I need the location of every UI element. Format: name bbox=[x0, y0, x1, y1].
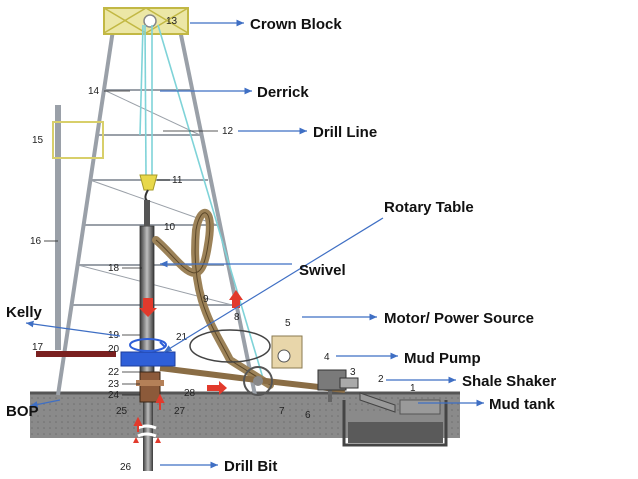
num-13: 13 bbox=[166, 16, 178, 27]
label-swivel: Swivel bbox=[299, 262, 346, 279]
label-mud-tank: Mud tank bbox=[489, 396, 555, 413]
num-10: 10 bbox=[164, 222, 176, 233]
num-11: 11 bbox=[172, 175, 183, 186]
label-derrick: Derrick bbox=[257, 84, 309, 101]
label-drill-bit: Drill Bit bbox=[224, 458, 277, 475]
num-25: 25 bbox=[116, 406, 128, 417]
num-1: 1 bbox=[410, 383, 416, 394]
num-27: 27 bbox=[174, 406, 186, 417]
num-14: 14 bbox=[88, 86, 100, 97]
label-mud-pump: Mud Pump bbox=[404, 350, 481, 367]
crown-block-illustration bbox=[103, 7, 189, 35]
motor-illustration bbox=[243, 335, 303, 396]
num-9: 9 bbox=[203, 294, 209, 305]
num-26: 26 bbox=[120, 462, 132, 473]
standpipe bbox=[36, 105, 116, 357]
num-24: 24 bbox=[108, 390, 120, 401]
num-8: 8 bbox=[234, 312, 240, 323]
bop-illustration bbox=[136, 371, 164, 403]
num-22: 22 bbox=[108, 367, 120, 378]
label-bop: BOP bbox=[6, 403, 39, 420]
component-labels: Crown Block Derrick Drill Line Rotary Ta… bbox=[6, 16, 556, 475]
num-21: 21 bbox=[176, 332, 188, 343]
return-line bbox=[159, 365, 346, 402]
shale-shaker-illustration bbox=[359, 392, 396, 413]
rotary-table-illustration bbox=[120, 338, 176, 367]
label-drill-line: Drill Line bbox=[313, 124, 377, 141]
num-3: 3 bbox=[350, 367, 356, 378]
num-18: 18 bbox=[108, 263, 120, 274]
num-12: 12 bbox=[222, 126, 234, 137]
mud-tank-illustration bbox=[342, 399, 448, 447]
label-crown-block: Crown Block bbox=[250, 16, 342, 33]
label-shale-shaker: Shale Shaker bbox=[462, 373, 556, 390]
num-4: 4 bbox=[324, 352, 330, 363]
num-28: 28 bbox=[184, 388, 196, 399]
annotation-arrows bbox=[25, 19, 484, 469]
num-6: 6 bbox=[305, 410, 311, 421]
label-rotary-table: Rotary Table bbox=[384, 199, 474, 216]
num-16: 16 bbox=[30, 236, 42, 247]
mud-pump-illustration bbox=[317, 369, 359, 391]
hook-illustration bbox=[139, 174, 158, 203]
num-5: 5 bbox=[285, 318, 291, 329]
num-20: 20 bbox=[108, 344, 120, 355]
num-23: 23 bbox=[108, 379, 120, 390]
component-numbers: 13 14 12 15 11 10 16 18 9 8 5 19 21 20 1… bbox=[30, 16, 416, 473]
num-2: 2 bbox=[378, 374, 384, 385]
flow-arrows bbox=[133, 290, 243, 455]
num-15: 15 bbox=[32, 135, 44, 146]
num-17: 17 bbox=[32, 342, 44, 353]
num-7: 7 bbox=[279, 406, 285, 417]
drill-line bbox=[139, 24, 266, 386]
label-kelly: Kelly bbox=[6, 304, 43, 321]
label-motor: Motor/ Power Source bbox=[384, 310, 534, 327]
